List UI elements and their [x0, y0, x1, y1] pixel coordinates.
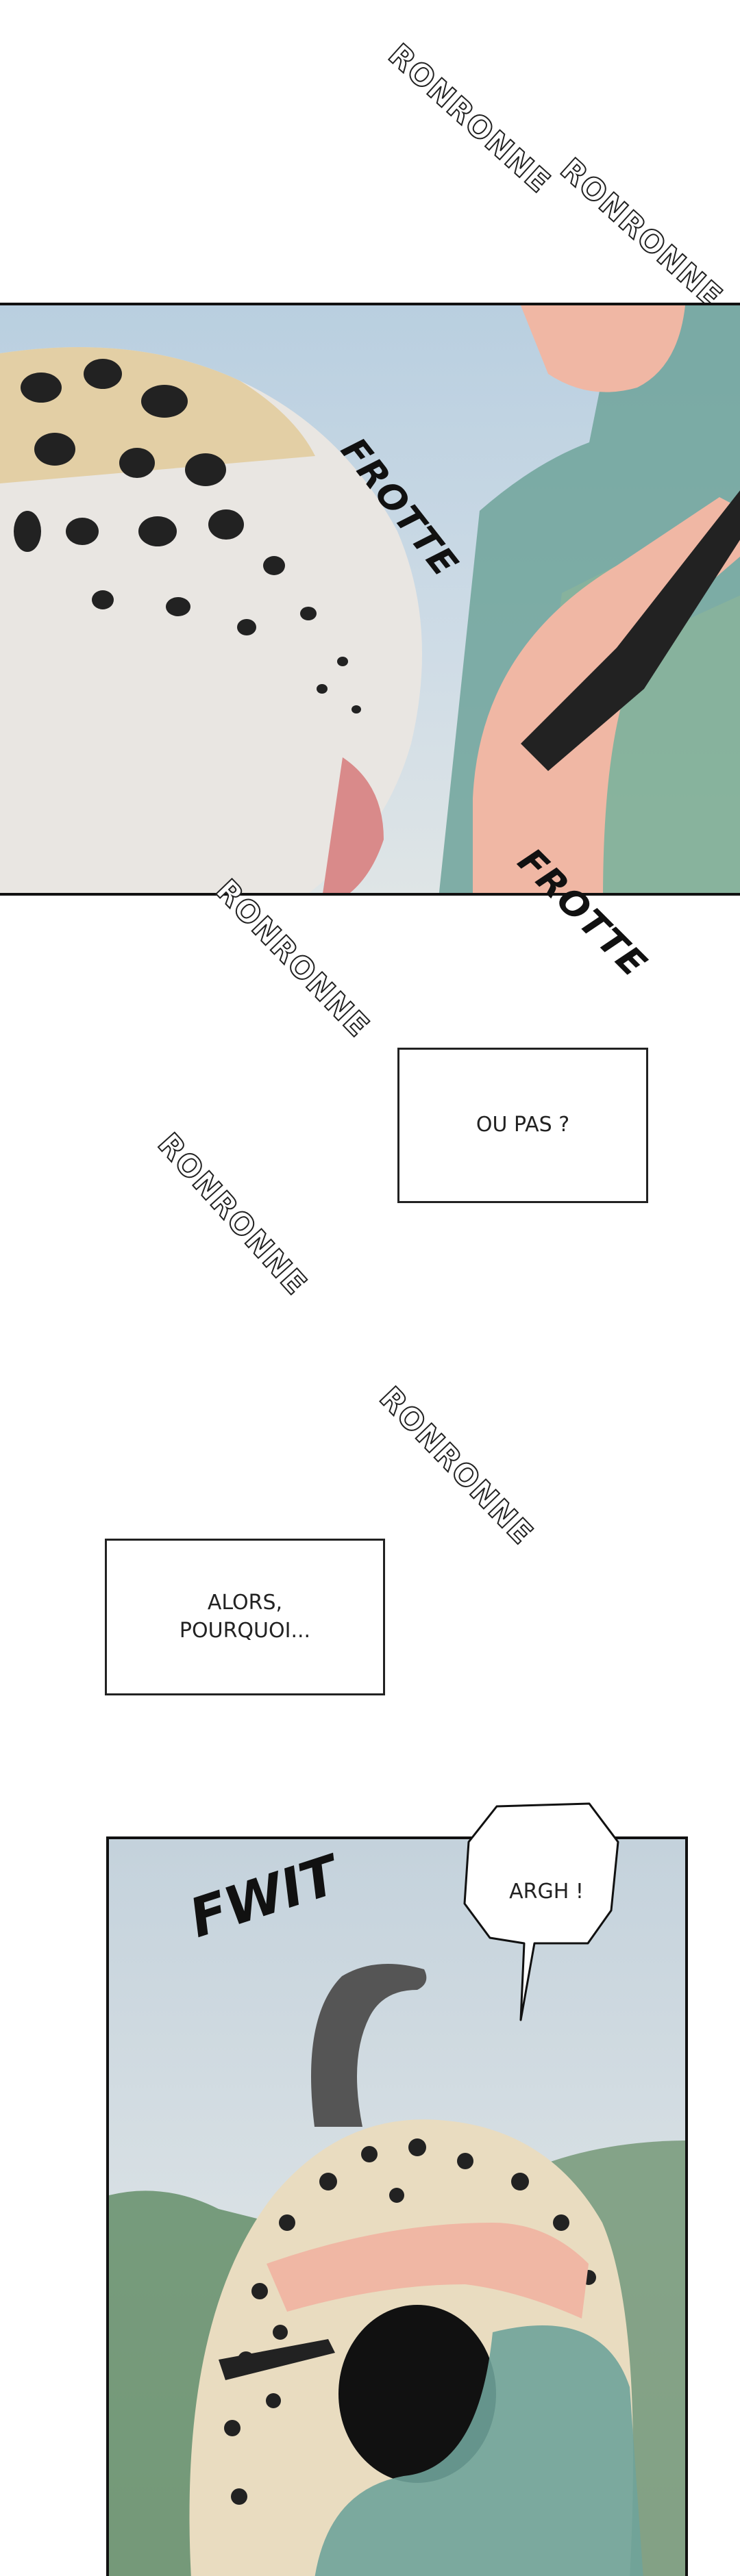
sfx-ronronne: RONRONNE	[208, 872, 377, 1046]
caption-box: ALORS, POURQUOI...	[105, 1539, 385, 1695]
speech-bubble	[463, 1802, 619, 2021]
sfx-ronronne: RONRONNE	[150, 1126, 314, 1302]
caption-box: OU PAS ?	[397, 1048, 648, 1203]
panel-leopard-rubbing	[0, 303, 740, 896]
caption-text-line: ALORS,	[207, 1591, 283, 1615]
caption-text: OU PAS ?	[476, 1113, 570, 1137]
sfx-ronronne: RONRONNE	[372, 1380, 541, 1553]
panel-artwork	[109, 1964, 685, 2576]
panel-artwork	[0, 305, 740, 893]
panel-leopard-pounce	[106, 1836, 688, 2576]
caption-text-line: POURQUOI...	[179, 1618, 311, 1643]
sfx-ronronne: RONRONNE	[553, 151, 730, 316]
speech-text: ARGH !	[509, 1880, 584, 1904]
sfx-ronronne: RONRONNE	[381, 37, 558, 201]
